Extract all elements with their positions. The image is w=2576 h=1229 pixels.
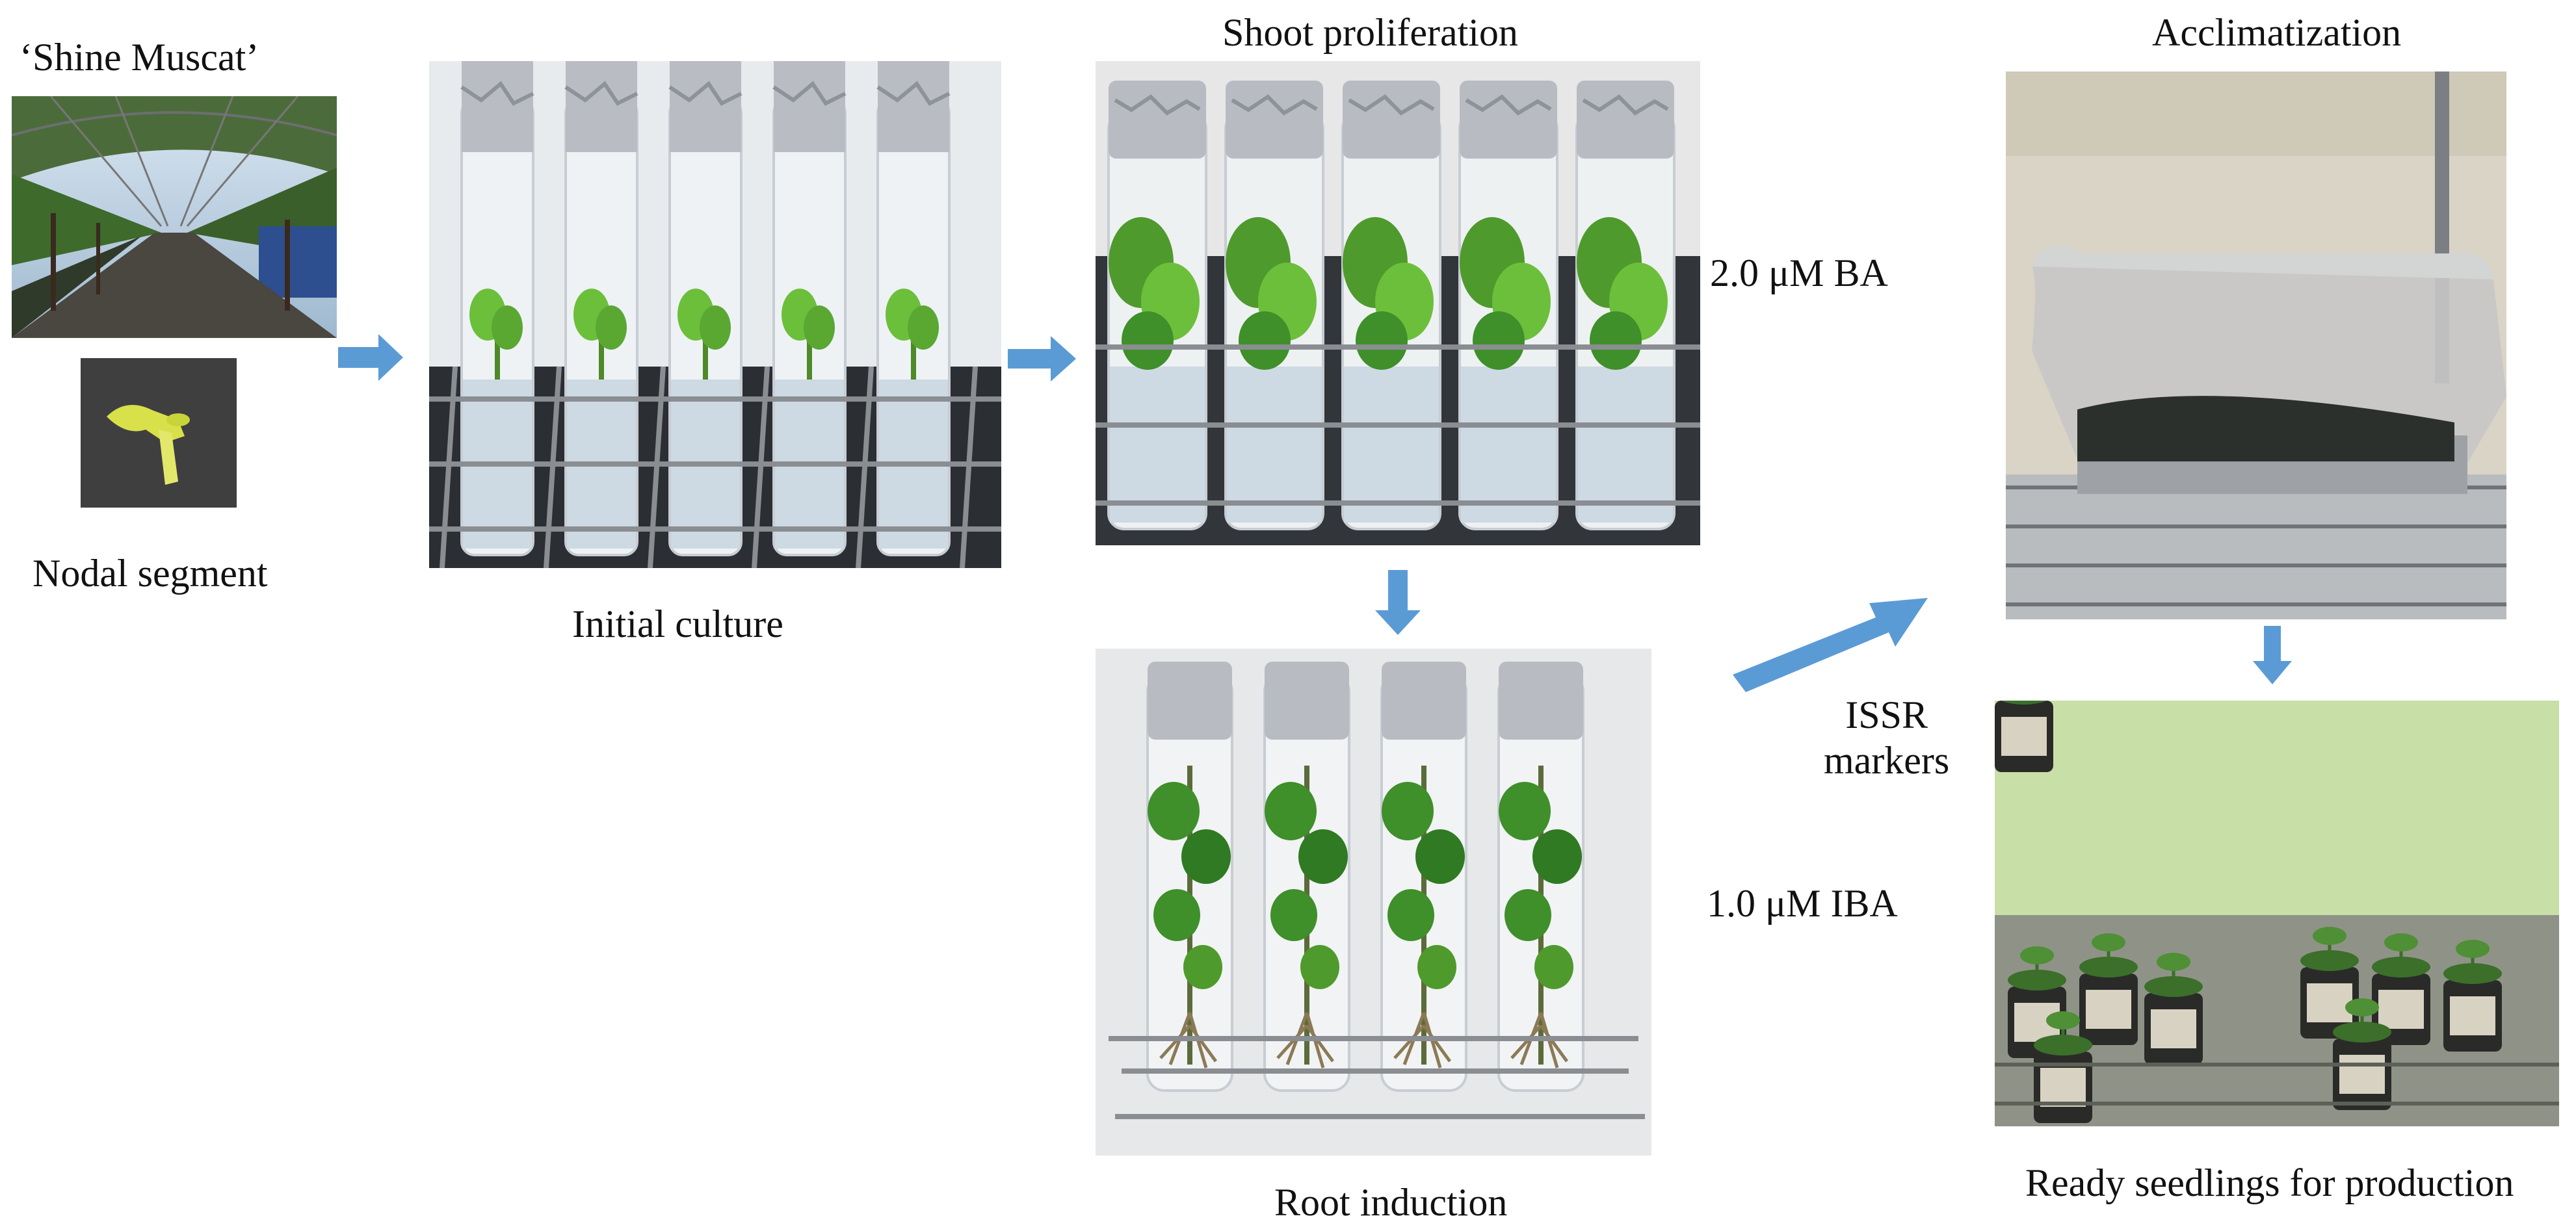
- shoot-proliferation-label: Shoot proliferation: [1222, 11, 1518, 54]
- seedlings-photo: [1995, 701, 2559, 1126]
- arrow-to-shoot: [1008, 334, 1076, 383]
- arrow-to-seedlings: [2253, 626, 2292, 684]
- arrow-to-acclimatization: [1733, 591, 1928, 702]
- iba-concentration-label: 1.0 μM IBA: [1707, 882, 1898, 925]
- issr-line-2: markers: [1824, 739, 1950, 782]
- initial-culture-photo: [429, 61, 1001, 568]
- issr-line-1: ISSR: [1845, 693, 1928, 736]
- nodal-segment-photo: [81, 358, 237, 508]
- issr-label: ISSR markers: [1824, 692, 1949, 783]
- initial-culture-label: Initial culture: [572, 602, 783, 645]
- root-induction-label: Root induction: [1274, 1181, 1508, 1224]
- nodal-segment-label: Nodal segment: [33, 552, 268, 595]
- arrow-to-root: [1373, 570, 1423, 635]
- cultivar-label: ‘Shine Muscat’: [20, 36, 259, 79]
- ba-concentration-label: 2.0 μM BA: [1710, 252, 1888, 294]
- vineyard-photo: [12, 96, 337, 338]
- root-induction-photo: [1096, 649, 1651, 1156]
- acclimatization-label: Acclimatization: [2152, 11, 2402, 54]
- acclimatization-photo: [2006, 71, 2506, 619]
- ready-seedlings-label: Ready seedlings for production: [2025, 1161, 2514, 1204]
- arrow-to-initial: [338, 331, 403, 383]
- shoot-proliferation-photo: [1096, 61, 1700, 545]
